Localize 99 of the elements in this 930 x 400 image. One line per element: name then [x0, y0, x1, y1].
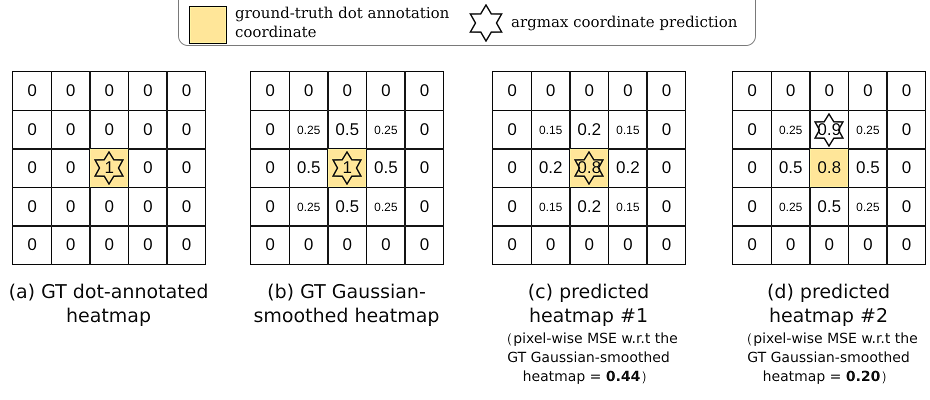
panel-caption: (b) GT Gaussian-smoothed heatmap: [252, 280, 440, 328]
heatmap-cell: 0: [886, 225, 926, 266]
heatmap-cell: 0.5: [848, 148, 888, 188]
heatmap-cell: 0.25: [288, 186, 329, 227]
highlighted-cell: 0.8: [809, 148, 850, 188]
legend-label: ground-truth dot annotation coordinate: [235, 4, 450, 42]
heatmap-cell: 0: [732, 148, 772, 188]
heatmap-cell: 0: [492, 148, 532, 188]
caption-note: （pixel-wise MSE w.r.t the GT Gaussian-smoothed heatmap = 0.44）: [498, 330, 679, 387]
heatmap-cell: 0: [608, 225, 648, 266]
heatmap-cell: 0.25: [366, 186, 406, 227]
heatmap-cell: 0: [732, 225, 772, 266]
heatmap-cell: 0: [809, 71, 850, 112]
heatmap-cell: 0: [128, 148, 168, 188]
heatmap-cell: 0: [492, 225, 532, 266]
heatmap-cell: 0: [569, 225, 610, 266]
heatmap-cell: 0: [250, 225, 290, 266]
heatmap-cell: 0: [848, 225, 888, 266]
heatmap-cell: 0: [646, 148, 686, 188]
heatmap-cell: 0.25: [288, 110, 329, 150]
heatmap-cell: 0.25: [848, 110, 888, 150]
heatmap-cell: 0: [166, 110, 206, 150]
heatmap-cell: 0: [886, 186, 926, 227]
heatmap-cell: 0: [530, 71, 571, 112]
heatmap-cell: 0: [166, 148, 206, 188]
heatmap-cell: 0: [250, 110, 290, 150]
heatmap-cell: 0: [327, 71, 368, 112]
legend-label: argmax coordinate prediction: [511, 13, 738, 32]
heatmap-cell: 0: [770, 225, 811, 266]
heatmap-cell: 0.15: [608, 186, 648, 227]
heatmap-cell: 0: [646, 225, 686, 266]
heatmap-cell: 0: [732, 71, 772, 112]
heatmap-cell: 0: [50, 225, 91, 266]
heatmap-cell: 0: [366, 225, 406, 266]
heatmap-cell: 0.5: [809, 186, 850, 227]
heatmap-cell: 0: [128, 71, 168, 112]
heatmap-cell: 0: [492, 110, 532, 150]
heatmap-cell: 0.2: [569, 186, 610, 227]
heatmap-cell: 0: [404, 71, 444, 112]
heatmap-cell: 0: [12, 225, 52, 266]
heatmap-cell: 0: [809, 225, 850, 266]
heatmap-cell: 0.15: [530, 110, 571, 150]
heatmap-cell: 0: [732, 110, 772, 150]
heatmap-cell: 0: [492, 71, 532, 112]
heatmap-cell: 0: [250, 148, 290, 188]
heatmap-cell: 0: [50, 110, 91, 150]
heatmap-cell: 0: [886, 148, 926, 188]
heatmap-cell: 0.25: [770, 110, 811, 150]
heatmap-cell: 0: [886, 110, 926, 150]
heatmap-cell: 0: [492, 186, 532, 227]
heatmap-cell: 0: [404, 148, 444, 188]
heatmap-cell: 0: [608, 71, 648, 112]
heatmap-cell: 0: [646, 71, 686, 112]
heatmap-cell: 0.5: [366, 148, 406, 188]
heatmap-cell: 0: [166, 225, 206, 266]
panel-caption: (d) predicted heatmap #2: [766, 280, 892, 328]
heatmap-cell: 0: [646, 110, 686, 150]
heatmap-cell: 0: [250, 186, 290, 227]
heatmap-cell: 0.15: [530, 186, 571, 227]
heatmap-cell: 0: [89, 186, 130, 227]
heatmap-cell: 0: [128, 110, 168, 150]
heatmap-cell: 0: [732, 186, 772, 227]
heatmap-cell: 0.25: [848, 186, 888, 227]
caption-note: （pixel-wise MSE w.r.t the GT Gaussian-smoothed heatmap = 0.20）: [738, 330, 919, 387]
heatmap-cell: 0: [530, 225, 571, 266]
heatmap-cell: 0: [404, 225, 444, 266]
cell-value: 1: [342, 158, 352, 178]
heatmap-cell: 0: [646, 186, 686, 227]
heatmap-cell: 0: [886, 71, 926, 112]
heatmap-cell: 0: [848, 71, 888, 112]
heatmap-cell: 0: [166, 71, 206, 112]
heatmap-cell: 0: [166, 186, 206, 227]
heatmap-cell: 0: [770, 71, 811, 112]
heatmap-cell: 0: [327, 225, 368, 266]
heatmap-cell: 0: [569, 71, 610, 112]
heatmap-cell: 0: [12, 71, 52, 112]
heatmap-cell: 0.2: [608, 148, 648, 188]
heatmap-cell: 0: [50, 71, 91, 112]
heatmap-cell: 0.15: [608, 110, 648, 150]
heatmap-cell: 0: [128, 225, 168, 266]
heatmap-cell: 0: [404, 186, 444, 227]
heatmap-cell: 0: [404, 110, 444, 150]
heatmap-cell: 0: [250, 71, 290, 112]
heatmap-cell: 0.25: [366, 110, 406, 150]
heatmap-cell: 0.25: [770, 186, 811, 227]
heatmap-cell: 0: [12, 148, 52, 188]
heatmap-cell: 0: [288, 225, 329, 266]
heatmap-cell: 0: [89, 225, 130, 266]
heatmap-cell: 0: [12, 186, 52, 227]
heatmap-cell: 0.5: [327, 186, 368, 227]
heatmap-cell: 0: [12, 110, 52, 150]
cell-value: 1: [104, 158, 114, 178]
heatmap-cell: 0: [288, 71, 329, 112]
panel-caption: (a) GT dot-annotated heatmap: [8, 280, 210, 328]
heatmap-cell: 0: [366, 71, 406, 112]
heatmap-cell: 0: [50, 186, 91, 227]
panel-caption: (c) predicted heatmap #1: [526, 280, 650, 328]
heatmap-cell: 0: [89, 71, 130, 112]
heatmap-cell: 0: [128, 186, 168, 227]
